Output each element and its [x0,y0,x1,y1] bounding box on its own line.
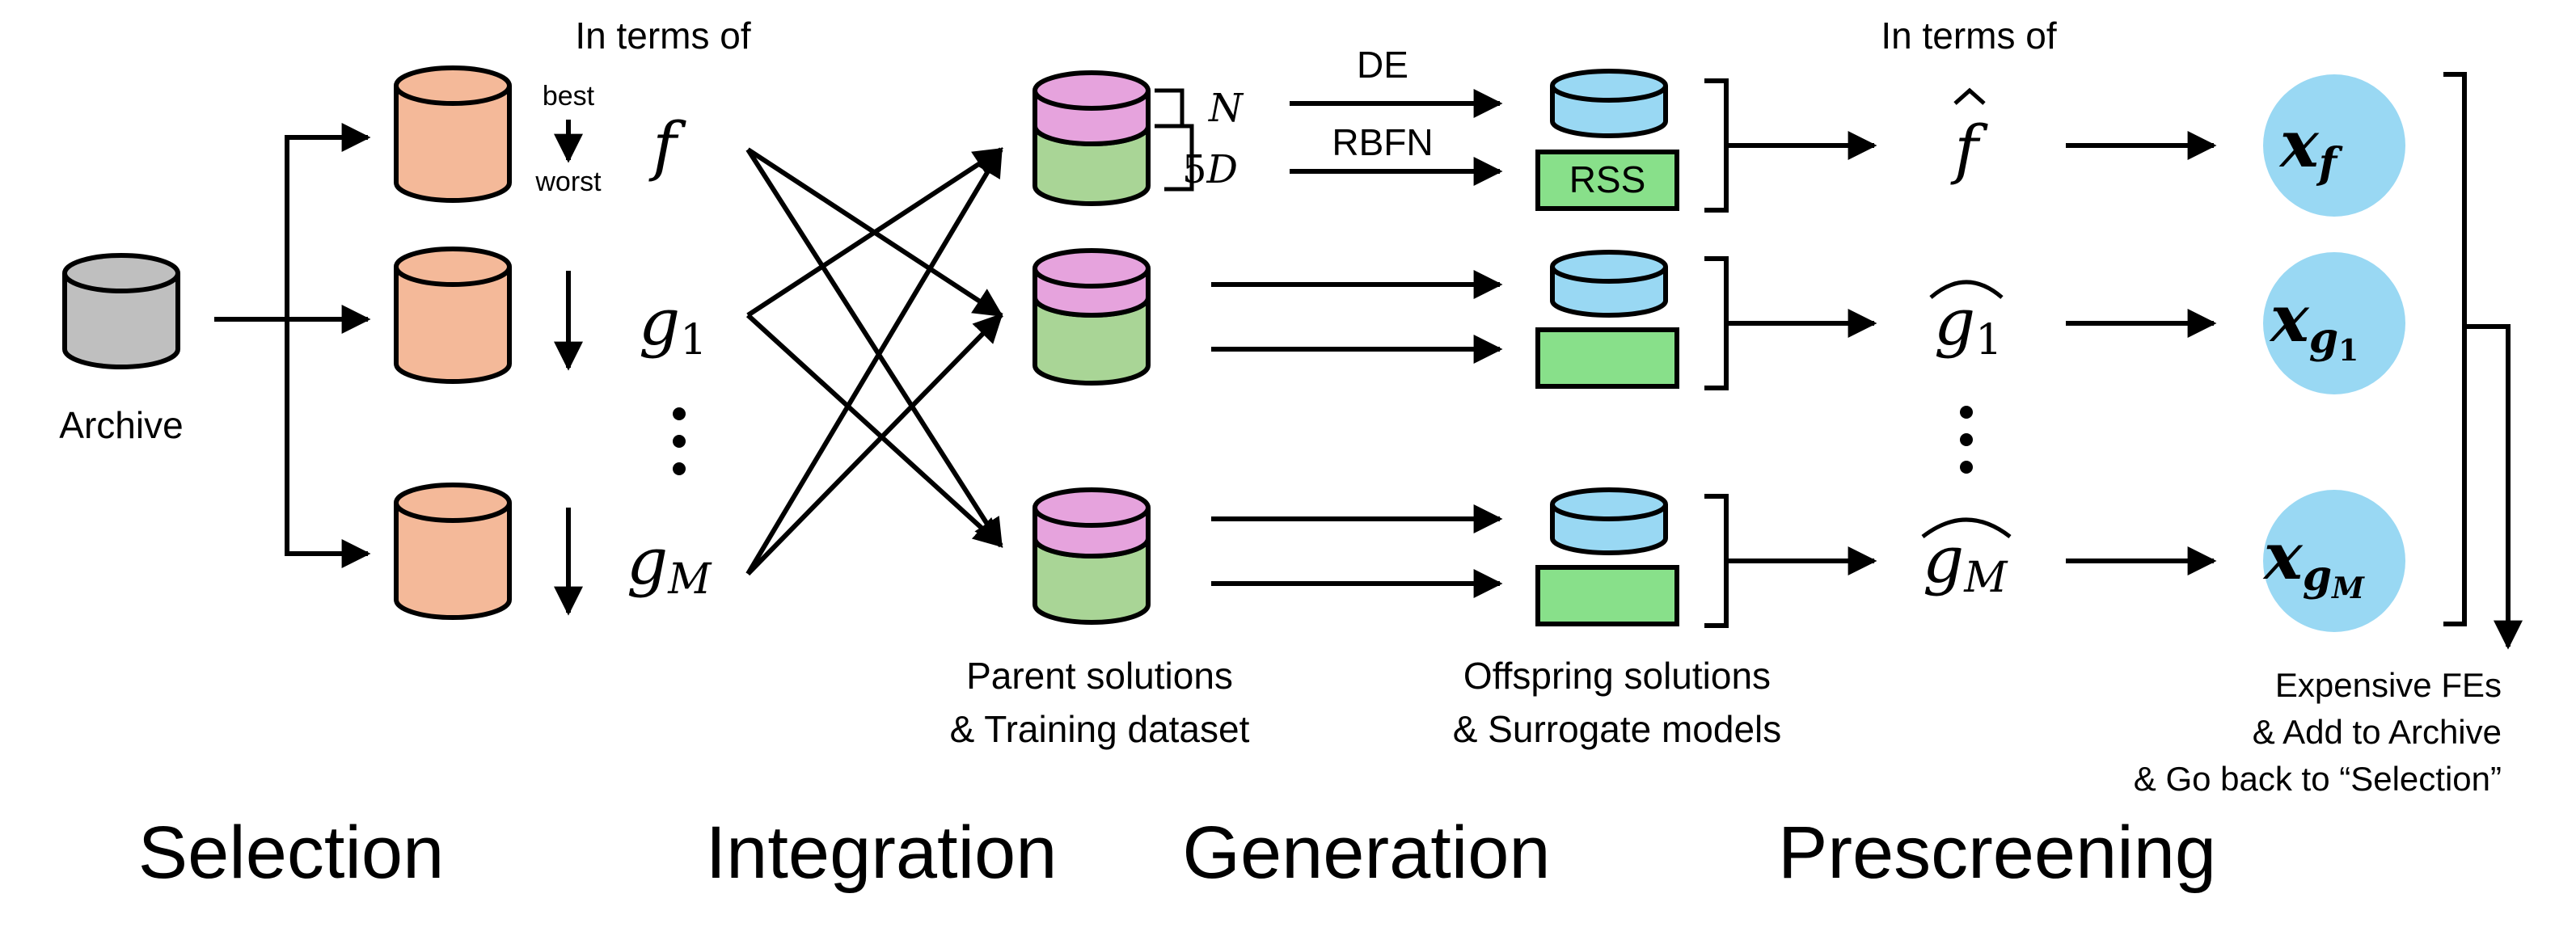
candidate-xg1 [2263,252,2405,394]
selection-db-gM [394,483,512,620]
generation-arrows [1211,89,1503,598]
final-note-line2: & Add to Archive [2253,713,2502,751]
prescreening-arrows [1726,131,2217,575]
parent-caption-line2: & Training dataset [950,708,1250,750]
offspring-db-f [1550,69,1668,138]
surrogate-model-g1 [1535,327,1679,389]
constraint-gM-label: gM [627,524,712,604]
objective-f-label: f [648,108,686,183]
archive-label: Archive [59,404,183,446]
candidate-xgM [2263,490,2405,632]
integration-arrows [745,146,1004,576]
archive-cylinder [62,253,180,369]
offspring-db-g1 [1550,250,1668,318]
parent-db-g1 [1033,248,1151,386]
de-label: DE [1357,44,1408,86]
selection-header: In terms of [575,15,751,57]
predicted-g1-label: g1 [1934,285,2002,365]
final-note-line1: Expensive FEs [2275,666,2502,704]
final-note-line3: & Go back to “Selection” [2134,760,2502,798]
archive-split-arrows [214,123,371,568]
size-brackets [1155,88,1194,192]
prescreening-ellipsis [1960,406,1973,474]
best-label: best [543,81,595,112]
offspring-db-gM [1550,487,1668,555]
selection-db-g1 [394,247,512,384]
predicted-gM-label: gM [1923,522,2008,602]
prescreening-header: In terms of [1881,15,2057,57]
rss-label: RSS [1569,158,1646,200]
candidate-xgM-label: xgM [2262,518,2365,605]
offspring-caption-line2: & Surrogate models [1453,708,1782,750]
selection-ellipsis [673,407,686,475]
rbfn-label: RBFN [1332,121,1433,163]
offspring-caption-line1: Offspring solutions [1463,655,1771,697]
N-label: N [1208,86,1244,131]
g1-hat-accent [1929,280,2004,299]
parent-db-gM [1033,487,1151,625]
parent-db-f [1033,70,1151,206]
stage-selection: Selection [138,811,444,894]
stage-prescreening: Prescreening [1778,811,2216,894]
constraint-g1-label: g1 [639,285,707,365]
5D-label: 5D [1182,147,1238,192]
f-hat-accent [1953,87,1986,105]
parent-caption-line1: Parent solutions [966,655,1233,697]
worst-label: worst [534,167,602,197]
candidate-xf [2263,74,2405,217]
selection-db-f [394,65,512,203]
generation-brackets [1704,78,1729,628]
gM-hat-accent [1921,517,2012,538]
surrogate-model-gM [1535,565,1679,626]
predicted-f-label: f [1950,112,1988,187]
stage-integration: Integration [706,811,1058,894]
candidate-xg1-label: xg1 [2269,280,2359,368]
surrogate-model-f [1535,150,1679,211]
stage-generation: Generation [1182,811,1550,894]
final-bracket [2443,72,2523,650]
